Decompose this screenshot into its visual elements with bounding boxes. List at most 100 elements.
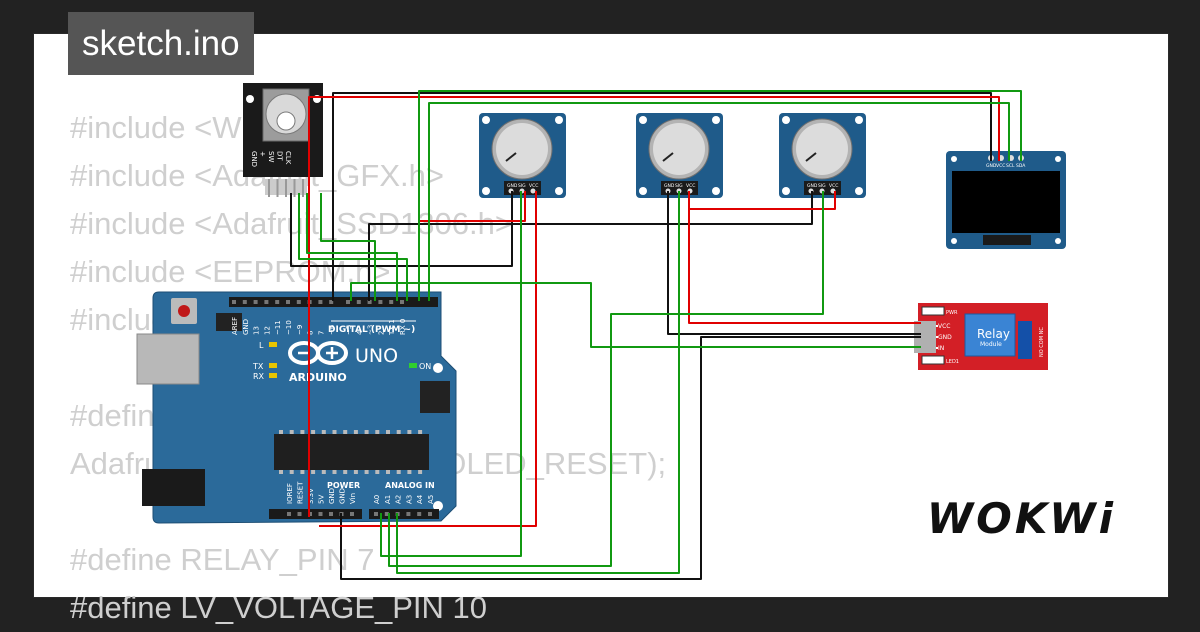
relay-title: Relay	[977, 327, 1010, 341]
mount-hole	[639, 116, 647, 124]
relay-pin-label: GND	[938, 334, 952, 341]
pin-hole	[329, 300, 334, 304]
led-on	[409, 363, 417, 368]
chip-leg	[332, 470, 337, 474]
mount-hole	[639, 187, 647, 195]
encoder-pin-label: +	[259, 151, 267, 157]
oled-screen	[952, 171, 1060, 233]
chip-leg	[396, 470, 401, 474]
encoder-knob-icon[interactable]	[276, 111, 296, 131]
wokwi-logo: WOKWi	[926, 494, 1116, 543]
chip-leg	[321, 470, 326, 474]
mount-hole	[482, 116, 490, 124]
pot-knob-icon[interactable]	[796, 123, 848, 175]
arduino-model-text: UNO	[355, 345, 398, 367]
chip-leg	[289, 470, 294, 474]
chip-leg	[279, 430, 283, 434]
mount-hole	[1055, 156, 1061, 162]
arduino-logo-icon	[288, 341, 348, 365]
pin-hole	[406, 512, 411, 516]
chip-legs	[279, 430, 423, 474]
wire-red	[419, 191, 526, 222]
pot-pin-label: SIG	[818, 183, 826, 189]
power-pin-label: RESET	[297, 481, 305, 504]
power-pin-label: GND	[328, 488, 336, 504]
power-jack	[142, 469, 205, 506]
pot-pin-label: GND	[807, 183, 818, 189]
code-line: #define RELAY_PIN 7	[70, 542, 375, 577]
digital-pin-label: 12	[263, 326, 271, 335]
power-header	[269, 509, 362, 519]
pin-hole	[350, 512, 354, 516]
relay-contacts-label: NO COM NC	[1039, 327, 1045, 357]
mount-hole	[782, 116, 790, 124]
mount-hole	[855, 116, 863, 124]
pin-hole	[296, 300, 301, 304]
wires	[290, 90, 1022, 580]
analog-pin-label: A4	[416, 494, 424, 504]
relay-led-label: LED1	[946, 359, 959, 365]
wire-green	[428, 102, 1010, 301]
digital-pin-label: ~6	[328, 324, 336, 335]
mount-hole	[433, 363, 443, 373]
chip-leg	[375, 470, 380, 474]
arduino-brand-text: ARDUINO	[289, 371, 347, 384]
digital-pin-label: 8	[307, 331, 315, 335]
chip-leg	[343, 470, 348, 474]
pot-pin-label: VCC	[529, 183, 538, 189]
pin-hole	[428, 512, 432, 516]
led-rx-label: RX	[253, 372, 265, 381]
oled-pin-label: SCL	[1006, 163, 1015, 169]
digital-pin-label: 2	[377, 331, 385, 335]
analog-pin-label: A5	[427, 495, 435, 504]
pin-hole	[400, 300, 404, 304]
pot-knob-icon[interactable]	[496, 123, 548, 175]
encoder-pin	[285, 179, 287, 197]
chip-leg	[300, 430, 305, 434]
wire-black	[667, 191, 921, 335]
relay-pin	[936, 325, 938, 327]
file-title: sketch.ino	[68, 12, 254, 75]
canvas-card: #include <Wire.h>#include <Adafruit_GFX.…	[33, 33, 1169, 625]
wire-black	[340, 336, 921, 580]
chip-leg	[364, 470, 369, 474]
icsp-header	[216, 313, 450, 413]
pot-pin-label: SIG	[518, 183, 526, 189]
pin-hole	[318, 512, 323, 516]
relay-pwr-label: PWR	[946, 310, 958, 316]
power-pin-label: 5V	[318, 495, 326, 504]
wire-red	[689, 191, 836, 210]
mount-hole	[433, 501, 443, 511]
pot-knob-icon[interactable]	[653, 123, 705, 175]
pin-hole	[318, 300, 323, 304]
power-pin-label: 3.3V	[307, 488, 315, 504]
chip-leg	[332, 430, 337, 434]
digital-pin-label: ~3	[367, 325, 375, 335]
analog-pin-label: A0	[373, 495, 381, 504]
led-tx	[269, 363, 277, 368]
chip-leg	[386, 430, 390, 434]
digital-pin-holes	[232, 300, 404, 304]
wire-green	[380, 191, 522, 557]
wire-red	[308, 96, 419, 517]
mount-hole	[712, 116, 720, 124]
chip-leg	[396, 430, 401, 434]
digital-pin-label: GND	[242, 319, 250, 335]
pin-hole	[378, 300, 383, 304]
chip-leg	[386, 470, 390, 474]
pin-hole	[346, 300, 350, 304]
relay-pin	[936, 336, 938, 338]
chip-leg	[375, 430, 380, 434]
mount-hole	[782, 187, 790, 195]
digital-pin-label: 4	[356, 330, 364, 335]
